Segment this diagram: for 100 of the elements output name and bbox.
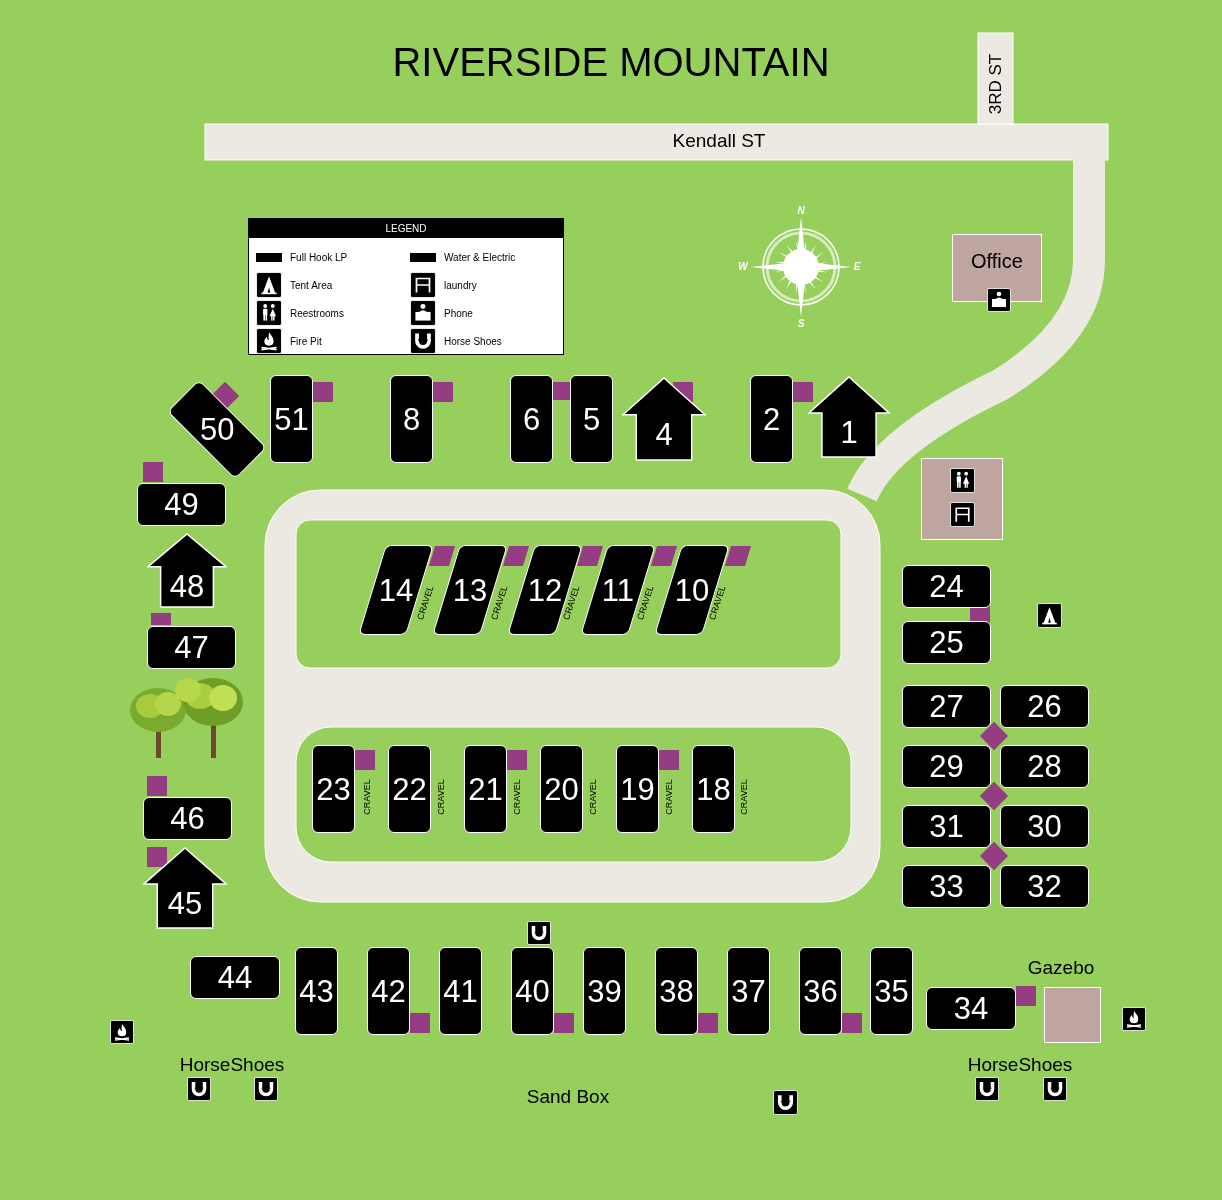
campsite — [902, 745, 991, 788]
site-number: 2 — [762, 403, 781, 435]
site-number: 11 — [601, 574, 635, 606]
campsite — [655, 947, 698, 1035]
campsite — [367, 947, 410, 1035]
campsite — [1000, 865, 1089, 908]
campsite — [312, 745, 355, 833]
cabin-site — [808, 376, 890, 458]
building-label: Gazebo — [1027, 958, 1095, 977]
legend-label: Phone — [444, 306, 473, 321]
cabin-site — [143, 847, 227, 929]
site-number: 5 — [582, 403, 601, 435]
site-number: 29 — [929, 751, 964, 782]
campsite — [439, 947, 482, 1035]
campsite — [510, 375, 553, 463]
campsite — [147, 626, 236, 669]
cabin-site — [147, 533, 227, 608]
cabin-site — [622, 377, 706, 461]
site-number: 38 — [659, 975, 694, 1007]
site-number: 44 — [217, 962, 253, 993]
site-number: 41 — [443, 975, 478, 1007]
gravel-label: CRAVEL — [511, 779, 524, 815]
legend-label: Reestrooms — [290, 306, 344, 321]
gravel-label: CRAVEL — [435, 779, 448, 815]
site-number: 4 — [654, 419, 674, 450]
campsite — [1000, 745, 1089, 788]
site-number: 37 — [731, 975, 766, 1007]
campsite — [1000, 685, 1089, 728]
area-label: HorseShoes — [967, 1052, 1073, 1077]
site-number: 27 — [929, 691, 964, 722]
site-number: 50 — [199, 414, 235, 445]
legend-label: laundry — [444, 278, 477, 293]
site-number: 36 — [803, 975, 838, 1007]
campsite — [570, 375, 613, 463]
campsite — [902, 621, 991, 664]
campsite — [388, 745, 431, 833]
site-number: 26 — [1027, 691, 1062, 722]
compass-letter: W — [738, 259, 748, 274]
campsite — [295, 947, 338, 1035]
legend-label: Horse Shoes — [444, 334, 502, 349]
campsite — [540, 745, 583, 833]
legend-label: Water & Electric — [444, 250, 516, 265]
campsite — [464, 745, 507, 833]
site-number: 21 — [468, 773, 503, 805]
legend-label: Full Hook LP — [290, 250, 348, 265]
site-number: 51 — [274, 403, 309, 435]
campsite — [727, 947, 770, 1035]
site-number: 23 — [316, 773, 351, 805]
restroom-building — [921, 458, 1003, 540]
campsite — [799, 947, 842, 1035]
area-label: HorseShoes — [179, 1052, 285, 1077]
site-number: 43 — [299, 975, 334, 1007]
campsite — [926, 987, 1016, 1030]
site-number: 20 — [544, 773, 579, 805]
campsite — [902, 565, 991, 608]
site-number: 39 — [587, 975, 622, 1007]
campsite — [902, 805, 991, 848]
site-number: 30 — [1027, 811, 1062, 842]
site-number: 49 — [164, 489, 199, 520]
campsite — [692, 745, 735, 833]
site-number: 32 — [1027, 871, 1062, 902]
street-name: 3RD ST — [985, 53, 1007, 115]
site-number: 13 — [452, 574, 488, 606]
campsite — [511, 947, 554, 1035]
site-number: 19 — [620, 773, 655, 805]
map-title: RIVERSIDE MOUNTAIN — [392, 42, 830, 82]
campsite — [616, 745, 659, 833]
site-number: 48 — [168, 570, 206, 602]
campsite — [270, 375, 313, 463]
campsite — [902, 685, 991, 728]
site-number: 34 — [953, 993, 989, 1024]
site-number: 6 — [522, 403, 541, 435]
building-label: Office — [971, 251, 1023, 271]
street-name: Kendall ST — [672, 128, 766, 153]
gravel-label: CRAVEL — [663, 779, 676, 815]
site-number: 42 — [371, 975, 406, 1007]
gravel-label: CRAVEL — [587, 779, 600, 815]
site-number: 47 — [174, 632, 209, 663]
site-number: 8 — [402, 403, 421, 435]
gravel-label: CRAVEL — [738, 779, 751, 815]
site-number: 35 — [874, 975, 909, 1007]
compass-letter: E — [853, 259, 861, 274]
campsite — [390, 375, 433, 463]
campsite — [190, 956, 280, 999]
site-number: 22 — [392, 773, 427, 805]
site-number: 46 — [170, 803, 205, 834]
site-number: 40 — [515, 975, 550, 1007]
campsite — [870, 947, 913, 1035]
site-number: 31 — [929, 811, 964, 842]
site-number: 33 — [929, 871, 964, 902]
site-number: 12 — [527, 574, 563, 606]
campsite — [137, 483, 226, 526]
site-number: 1 — [839, 417, 859, 448]
site-number: 28 — [1027, 751, 1062, 782]
campsite — [902, 865, 991, 908]
legend-label: Fire Pit — [290, 334, 322, 349]
compass-letter: N — [797, 203, 805, 218]
site-number: 24 — [929, 571, 964, 602]
campsite — [143, 797, 232, 840]
compass-letter: S — [797, 316, 805, 331]
